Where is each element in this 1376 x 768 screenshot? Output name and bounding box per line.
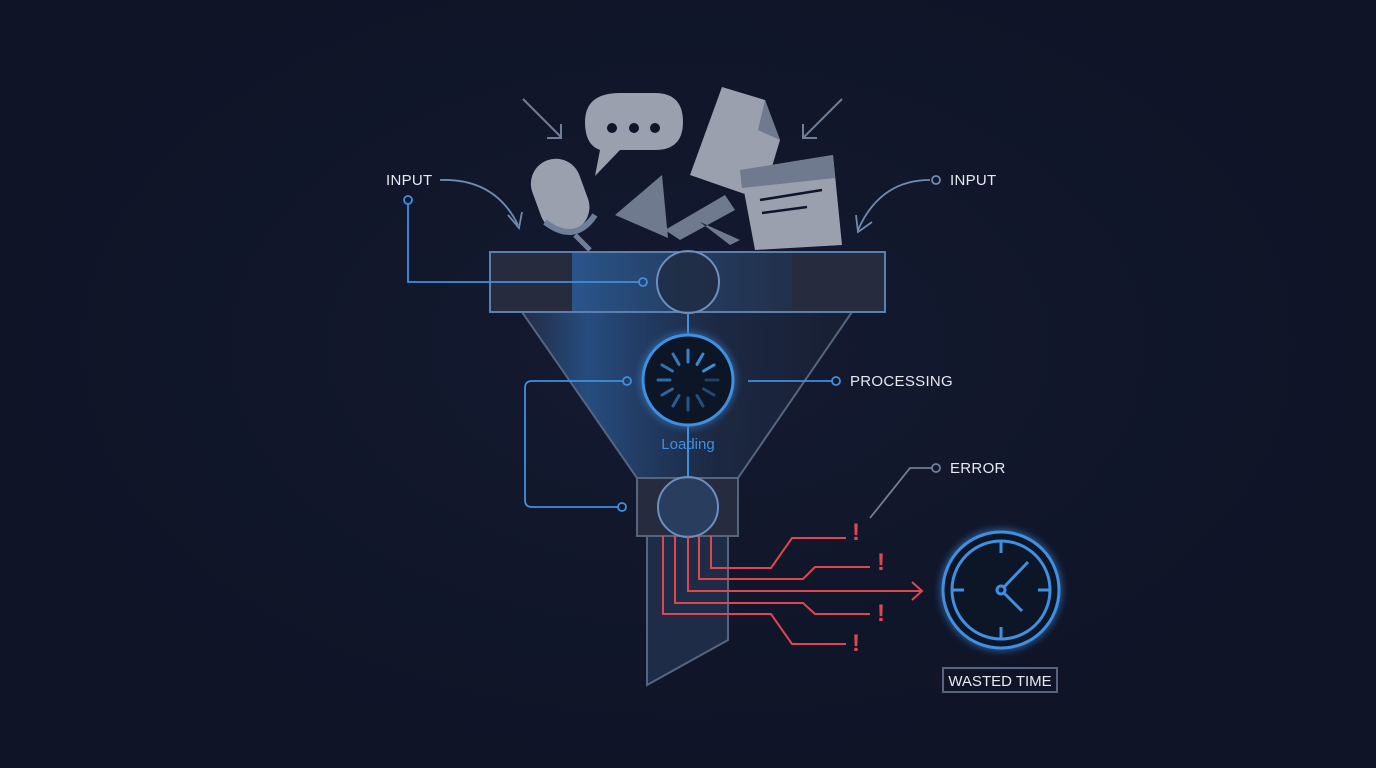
clock-icon: [941, 530, 1061, 650]
chat-bubble-icon: [585, 93, 683, 176]
spinner-spoke: [695, 352, 705, 366]
spinner-spoke: [695, 394, 705, 408]
spinner-spoke: [671, 394, 681, 408]
error-label: ERROR: [950, 460, 1006, 477]
triangle-icon: [615, 175, 668, 238]
loading-label: Loading: [661, 436, 715, 453]
error-mark-4: !: [852, 630, 861, 657]
tool-icon: [665, 195, 740, 245]
funnel: [489, 250, 886, 687]
wasted-time-label: WASTED TIME: [942, 667, 1058, 693]
spinner-spoke: [702, 363, 716, 373]
spinner-spoke: [671, 352, 681, 366]
input-icons: [522, 87, 843, 252]
input-label-left: INPUT: [386, 172, 433, 189]
connectors: [403, 175, 941, 519]
spinner-spoke: [660, 387, 674, 397]
error-paths: [662, 536, 924, 645]
error-mark-2: !: [877, 549, 886, 576]
input-label-right: INPUT: [950, 172, 997, 189]
error-mark-1: !: [852, 519, 861, 546]
notepad-icon: [740, 155, 842, 250]
arrow-down-left-icon: [802, 98, 843, 139]
processing-label: PROCESSING: [850, 373, 954, 390]
microphone-icon: [530, 158, 598, 252]
error-mark-3: !: [877, 600, 886, 627]
loading-spinner-icon: [641, 333, 735, 427]
spinner-spoke: [702, 387, 716, 397]
arrow-down-right-icon: [522, 98, 562, 139]
spinner-spoke: [660, 363, 674, 373]
